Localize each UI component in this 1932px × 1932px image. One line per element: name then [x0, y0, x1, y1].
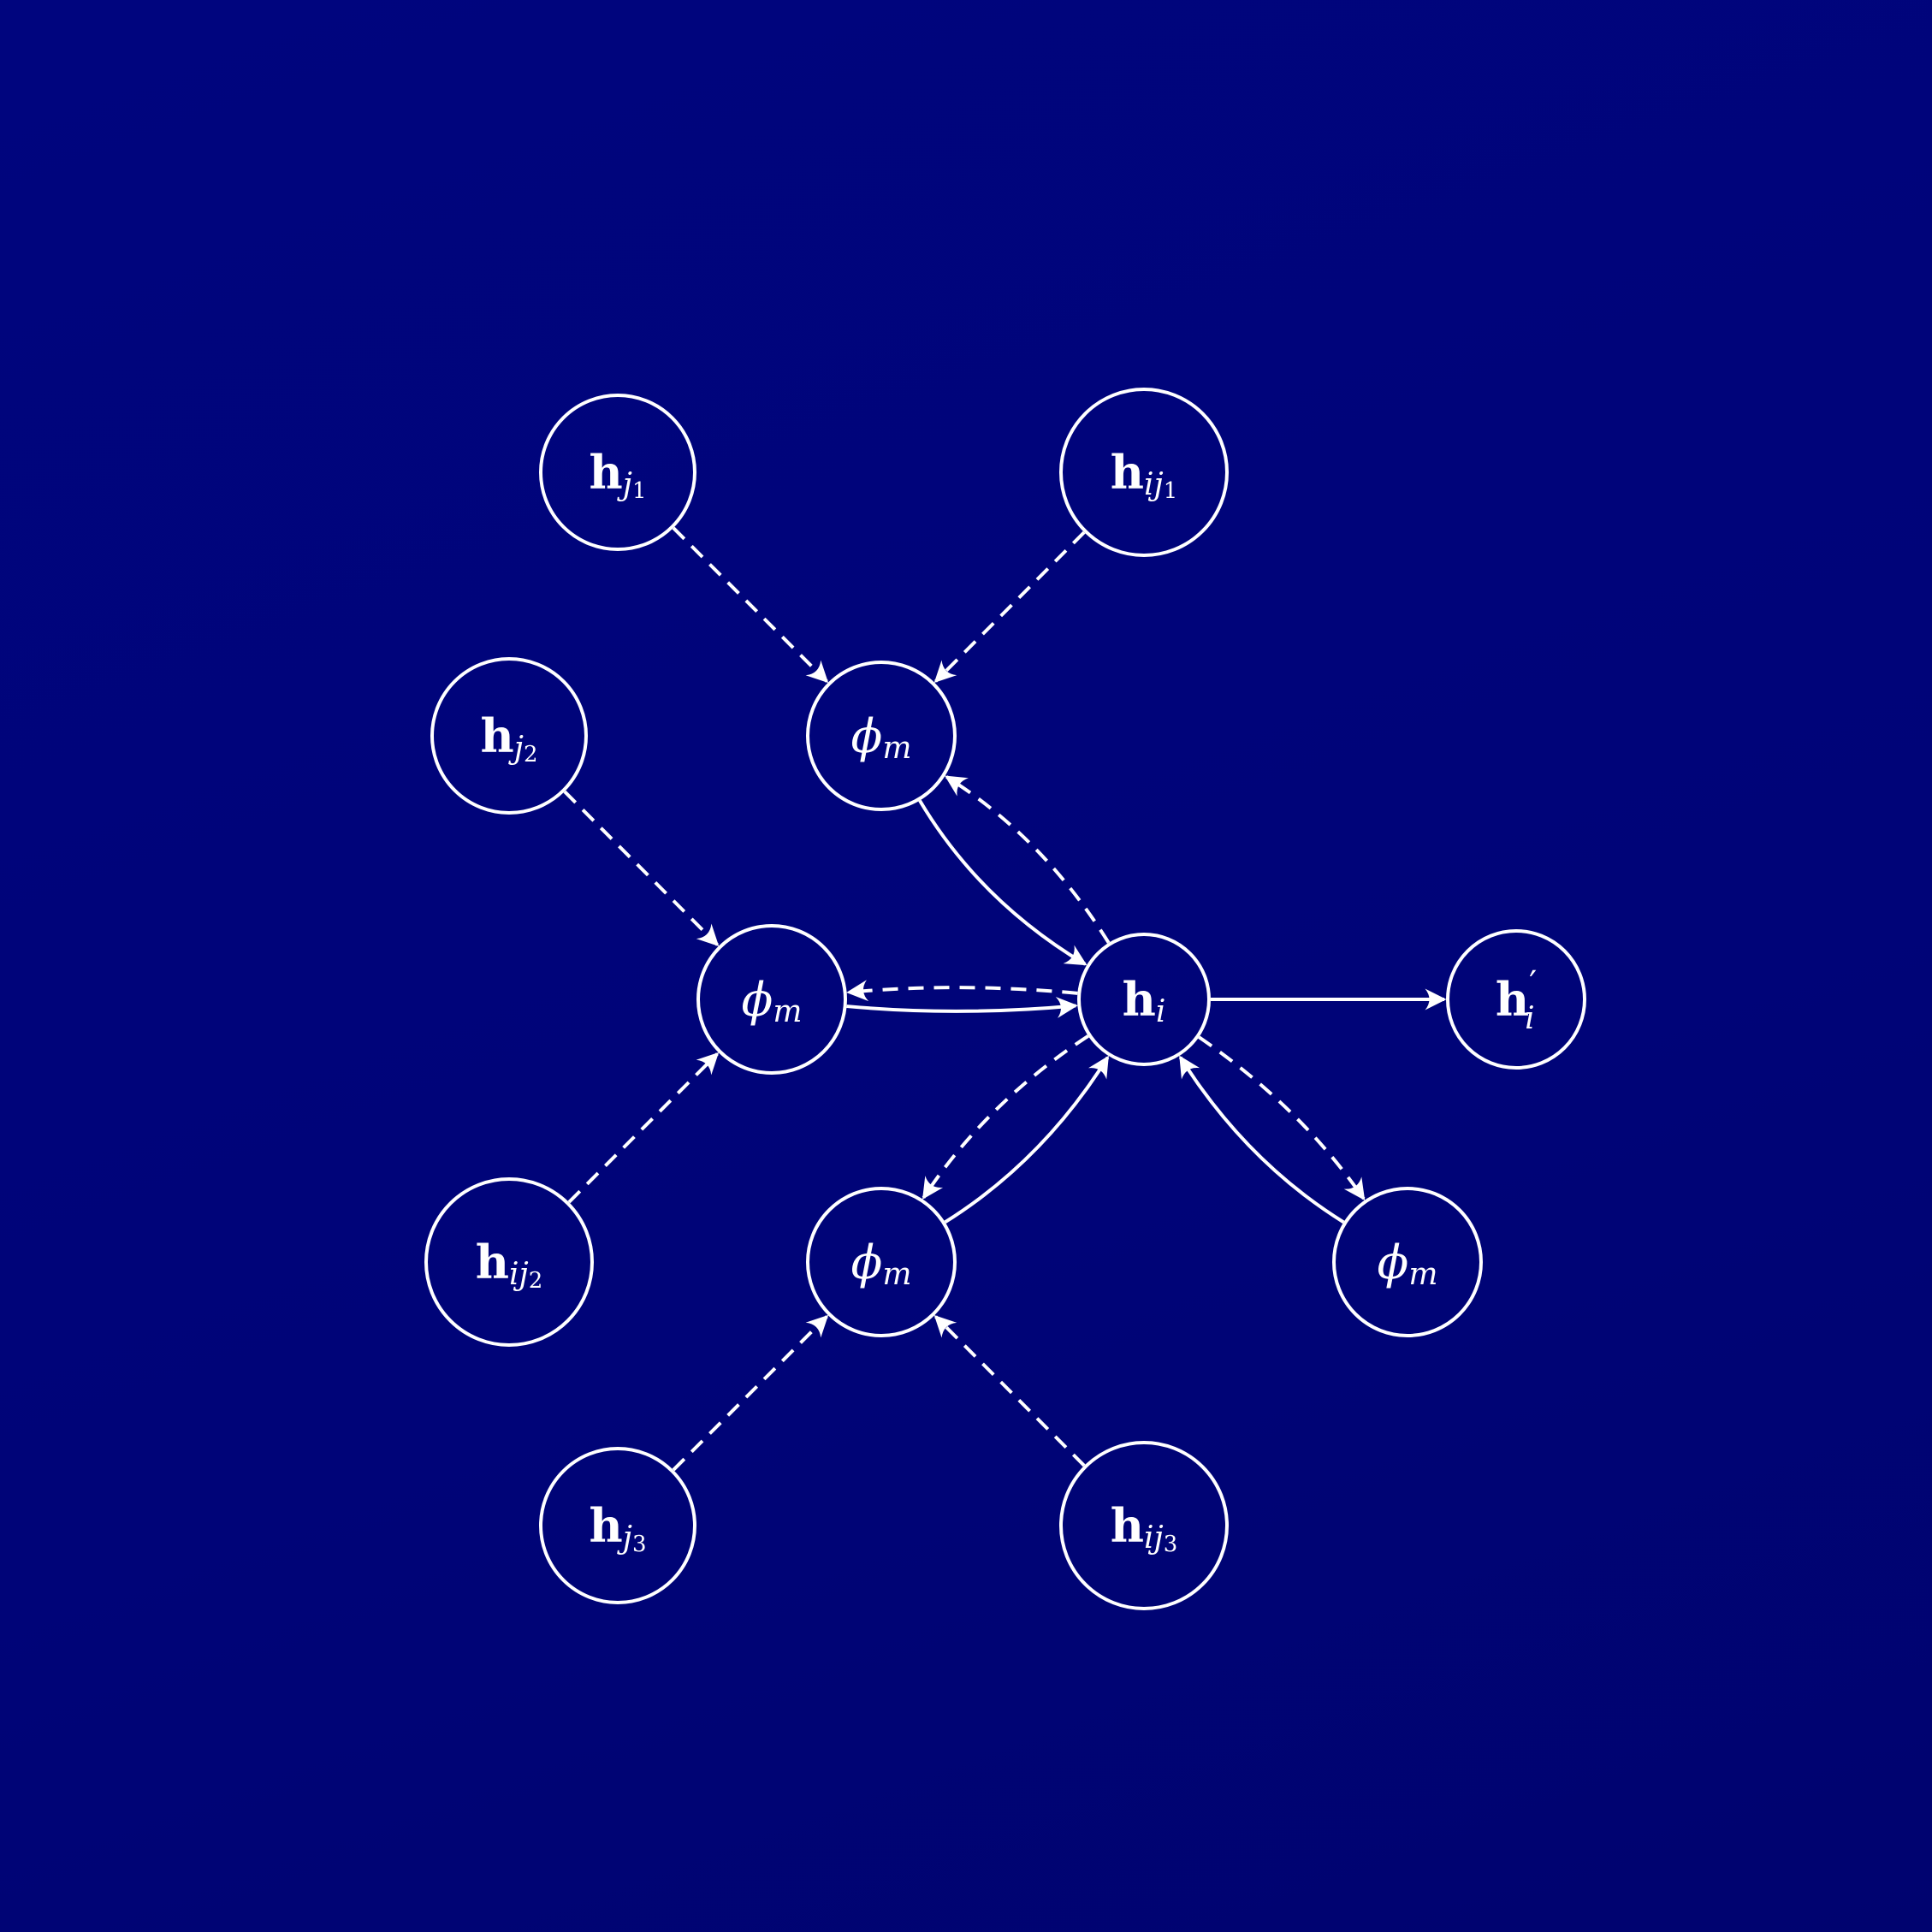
- node-h-j2-circle: [430, 657, 588, 815]
- node-phi-m-right-label: ϕm: [1378, 1236, 1438, 1292]
- edge-phiD-to-hi: [1178, 1055, 1345, 1224]
- node-h-i-circle: [1077, 933, 1211, 1066]
- node-h-i-prime-circle: [1446, 929, 1586, 1070]
- edge-hij1-to-phiA: [933, 530, 1086, 684]
- edge-hij3-to-phiC: [933, 1314, 1086, 1467]
- node-h-ij3-label: hij3: [1111, 1498, 1178, 1557]
- node-h-j1: hj1: [539, 394, 696, 551]
- edge-hj1-to-phiA: [672, 526, 829, 684]
- node-phi-m-right-label-base: ϕ: [1378, 1236, 1409, 1289]
- node-h-ij1: hij1: [1059, 388, 1229, 557]
- node-h-ij1-label-sub: ij: [1144, 467, 1164, 502]
- node-phi-m-bottom-label-base: ϕ: [851, 1236, 883, 1289]
- node-phi-m-left-label-sub: m: [773, 994, 802, 1029]
- node-phi-m-left-label: ϕm: [742, 973, 803, 1029]
- node-h-j3-label-base: h: [590, 1498, 623, 1553]
- node-phi-m-right-circle: [1332, 1187, 1483, 1337]
- node-h-j3-label-subsub: 3: [632, 1532, 647, 1557]
- node-h-ij1-circle: [1059, 388, 1229, 557]
- node-phi-m-top-circle: [806, 661, 957, 811]
- node-h-j3-label: hj3: [590, 1498, 647, 1557]
- node-h-i-prime-label-base: h: [1496, 972, 1529, 1027]
- node-h-i-prime-label-prime: ′: [1529, 964, 1537, 1004]
- edge-hi-to-phiD: [1198, 1035, 1366, 1201]
- edge-phiA-to-hi: [918, 799, 1087, 966]
- node-h-ij1-label-subsub: 1: [1164, 478, 1178, 504]
- node-h-i-label-base: h: [1123, 972, 1156, 1027]
- node-h-j3: hj3: [539, 1447, 696, 1604]
- node-phi-m-left: ϕm: [696, 924, 847, 1075]
- node-h-i-label-sub: i: [1156, 994, 1166, 1029]
- node-h-ij2-label-sub: ij: [509, 1257, 529, 1292]
- node-h-j1-label-base: h: [590, 445, 623, 500]
- node-phi-m-right: ϕm: [1332, 1187, 1483, 1337]
- node-h-i: hi: [1077, 933, 1211, 1066]
- node-h-ij2-label: hij2: [476, 1235, 543, 1294]
- edge-hij2-to-phiB: [567, 1052, 720, 1204]
- node-phi-m-top-label: ϕm: [851, 709, 912, 766]
- node-phi-m-left-label-base: ϕ: [742, 973, 773, 1027]
- node-phi-m-bottom-label-sub: m: [882, 1257, 911, 1292]
- node-h-ij3-label-subsub: 3: [1164, 1532, 1178, 1557]
- node-h-ij2-label-subsub: 2: [529, 1268, 543, 1294]
- node-h-i-prime-label: h′i: [1496, 964, 1537, 1036]
- node-phi-m-right-label-sub: m: [1408, 1257, 1437, 1292]
- node-h-j1-label-subsub: 1: [632, 478, 647, 504]
- node-phi-m-top: ϕm: [806, 661, 957, 811]
- edges-layer: [563, 526, 1447, 1472]
- node-h-i-prime: h′i: [1446, 929, 1586, 1070]
- node-phi-m-left-circle: [696, 924, 847, 1075]
- node-phi-m-bottom-label: ϕm: [851, 1236, 912, 1292]
- node-h-ij2-circle: [424, 1177, 594, 1347]
- edge-phiB-to-hi: [846, 996, 1078, 1018]
- node-h-ij2: hij2: [424, 1177, 594, 1347]
- node-h-ij3-circle: [1059, 1441, 1229, 1610]
- edge-hi-to-phiC: [922, 1034, 1089, 1200]
- edge-hj3-to-phiC: [672, 1314, 829, 1472]
- node-h-i-label: hi: [1123, 972, 1166, 1029]
- node-h-j1-circle: [539, 394, 696, 551]
- node-h-j2-label: hj2: [481, 708, 538, 767]
- edge-hi-to-phiA: [945, 775, 1111, 944]
- node-h-ij2-label-base: h: [476, 1235, 509, 1289]
- node-h-i-prime-label-sub: i: [1525, 1001, 1535, 1036]
- node-phi-m-bottom-circle: [806, 1187, 957, 1337]
- node-h-ij3-label-base: h: [1111, 1498, 1144, 1553]
- node-phi-m-top-label-sub: m: [882, 731, 911, 766]
- node-h-j3-circle: [539, 1447, 696, 1604]
- node-phi-m-top-label-base: ϕ: [851, 709, 883, 763]
- node-h-j2-label-base: h: [481, 708, 514, 763]
- node-h-j2-label-subsub: 2: [524, 742, 538, 767]
- node-h-ij3: hij3: [1059, 1441, 1229, 1610]
- node-phi-m-bottom: ϕm: [806, 1187, 957, 1337]
- edge-phiC-to-hi: [944, 1055, 1110, 1224]
- node-h-ij1-label: hij1: [1111, 445, 1178, 504]
- edge-hj2-to-phiB: [563, 790, 720, 947]
- node-h-j2: hj2: [430, 657, 588, 815]
- node-h-ij1-label-base: h: [1111, 445, 1144, 500]
- node-h-ij3-label-sub: ij: [1144, 1520, 1164, 1556]
- edge-hi-to-phiB: [846, 980, 1078, 1002]
- node-h-j1-label: hj1: [590, 445, 647, 504]
